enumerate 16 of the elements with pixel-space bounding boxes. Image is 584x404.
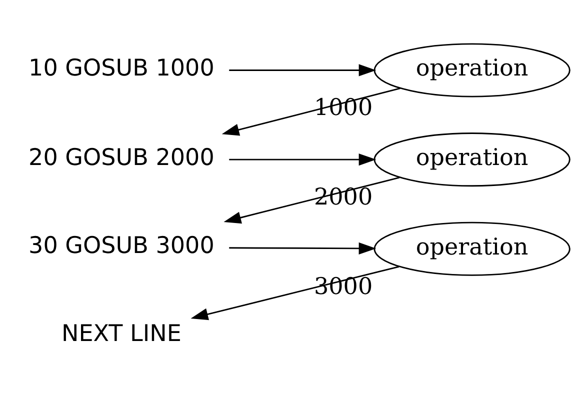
arrow [190,265,400,320]
arrow [229,153,376,166]
node-label: 1000 [314,94,373,121]
node-text: 30 GOSUB 3000 [28,232,214,258]
node-text: NEXT LINE [61,320,182,346]
node-ellipse: operation [374,221,570,276]
node-ellipse: operation [374,42,570,97]
arrow [229,64,376,76]
node-ellipse: operation [374,132,570,186]
node-label: 2000 [314,184,373,210]
arrow [224,176,400,224]
node-text: 10 GOSUB 1000 [28,55,214,82]
arrow [229,242,376,254]
node-text: 20 GOSUB 2000 [28,144,214,171]
arrow [222,87,400,136]
node-label: 3000 [314,273,373,300]
